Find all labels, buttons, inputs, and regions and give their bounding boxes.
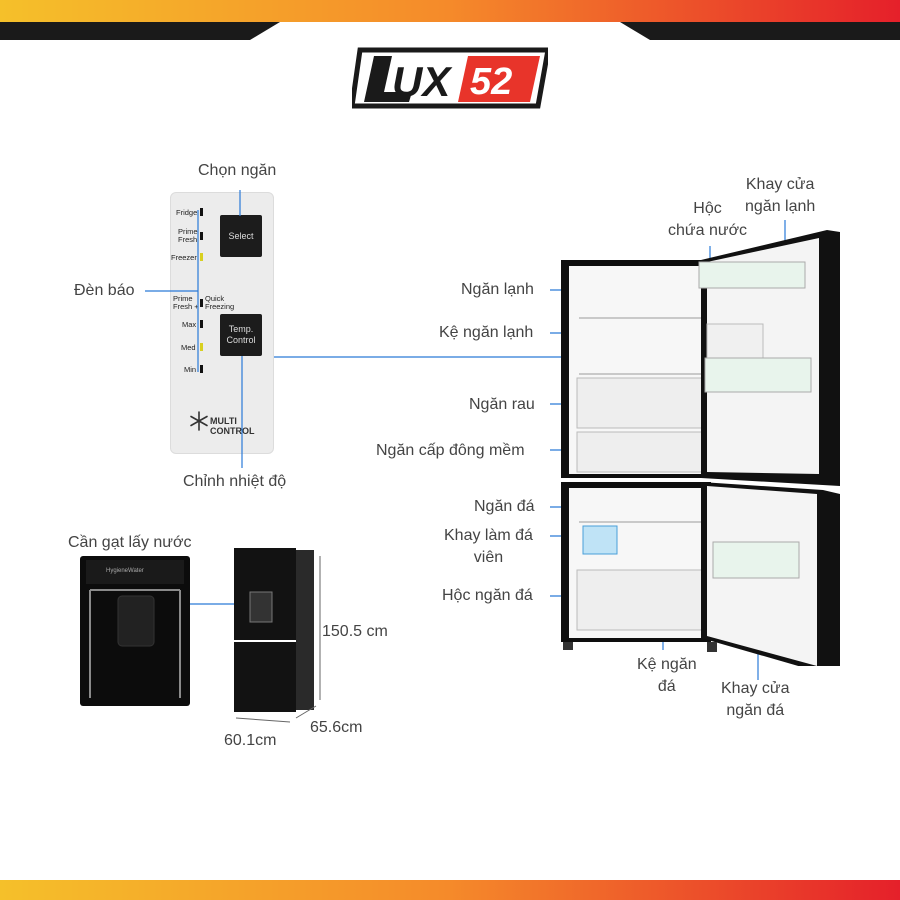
label-ngan-cap-dong-mem: Ngăn cấp đông mềm xyxy=(376,442,525,459)
label-khay-cua-ngan-da: Khay cửa ngăn đá xyxy=(721,680,790,719)
lux52-logo: UX 52 xyxy=(352,47,548,109)
led-label-min: Min xyxy=(184,365,197,374)
label-ngan-rau: Ngăn rau xyxy=(469,396,535,413)
snowflake-icon xyxy=(190,411,208,431)
fridge-open xyxy=(561,230,840,666)
led-label-prime-fresh: Prime Fresh xyxy=(178,227,198,244)
bottom-color-band xyxy=(0,880,900,900)
label-ngan-lanh: Ngăn lạnh xyxy=(461,281,534,298)
label-khay-cua-ngan-lanh: Khay cửa ngăn lạnh xyxy=(745,176,816,215)
temp-control-button[interactable]: Temp. Control xyxy=(220,314,262,356)
quick-freezing-label: Quick Freezing xyxy=(205,294,235,311)
label-hoc-ngan-da: Hộc ngăn đá xyxy=(442,587,533,604)
led-fridge xyxy=(200,208,203,216)
water-dispenser xyxy=(80,556,190,706)
label-depth: 65.6cm xyxy=(310,719,363,736)
label-den-bao: Đèn báo xyxy=(74,282,135,299)
label-can-gat-lay-nuoc: Cần gạt lấy nước xyxy=(68,534,192,551)
label-khay-lam-da-vien: Khay làm đá viên xyxy=(444,527,533,566)
svg-text:52: 52 xyxy=(470,61,512,103)
led-label-max: Max xyxy=(182,320,197,329)
label-ngan-da: Ngăn đá xyxy=(474,498,535,515)
led-label-prime-fresh-plus: Prime Fresh + xyxy=(173,294,199,311)
label-ke-ngan-lanh: Kệ ngăn lạnh xyxy=(439,324,534,341)
led-freezer xyxy=(200,253,203,261)
top-notch xyxy=(250,22,650,40)
led-label-freezer: Freezer xyxy=(171,253,197,262)
led-prime-fresh xyxy=(200,232,203,240)
label-hoc-chua-nuoc: Hộc chứa nước xyxy=(668,200,748,239)
led-prime-fresh-plus xyxy=(200,299,203,307)
select-button[interactable]: Select xyxy=(220,215,262,257)
led-max xyxy=(200,320,203,328)
led-label-fridge: Fridge xyxy=(176,208,198,217)
label-width: 60.1cm xyxy=(224,732,277,749)
fridge-thumbnail xyxy=(234,548,321,712)
top-color-band xyxy=(0,0,900,22)
label-height: 150.5 cm xyxy=(322,623,388,640)
multi-control-text: MULTI CONTROL xyxy=(210,416,255,436)
svg-text:UX: UX xyxy=(392,58,453,105)
led-min xyxy=(200,365,203,373)
label-ke-ngan-da: Kệ ngăn đá xyxy=(637,656,697,695)
led-label-med: Med xyxy=(181,343,196,352)
led-med xyxy=(200,343,203,351)
dispenser-brand: HygieneWater xyxy=(106,568,144,574)
label-chon-ngan: Chọn ngăn xyxy=(198,162,277,179)
label-chinh-nhiet-do: Chỉnh nhiệt độ xyxy=(183,473,287,490)
